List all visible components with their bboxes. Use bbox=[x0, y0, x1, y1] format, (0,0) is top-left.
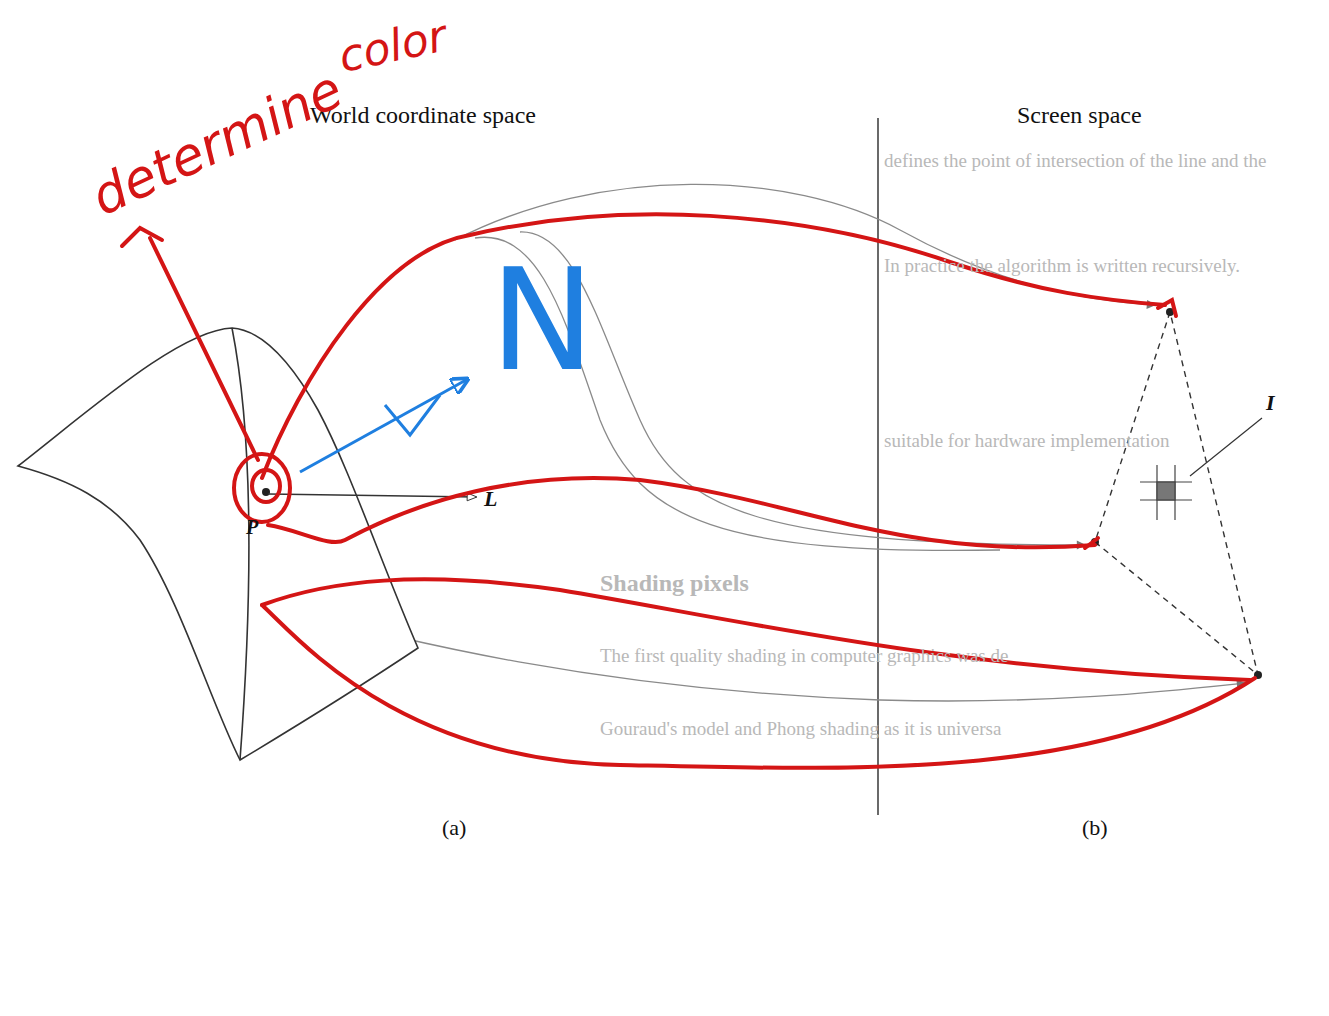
normal-vector bbox=[300, 380, 466, 472]
point-label: P bbox=[246, 516, 258, 539]
panel-divider bbox=[877, 118, 879, 815]
show-through-text: defines the point of intersection of the… bbox=[884, 150, 1267, 172]
leader-line bbox=[1190, 418, 1262, 476]
screen-triangle bbox=[1095, 312, 1258, 675]
show-through-text: Shading pixels bbox=[600, 570, 749, 598]
intensity-label: I bbox=[1266, 390, 1275, 415]
panel-letter: (a) bbox=[442, 815, 466, 840]
show-through-text: The first quality shading in computer gr… bbox=[600, 645, 1008, 667]
surface-point bbox=[262, 488, 270, 496]
show-through-text: In practice the algorithm is written rec… bbox=[884, 255, 1240, 277]
red-annotations bbox=[122, 214, 1255, 767]
handwritten-note: determine bbox=[83, 60, 352, 228]
screen-vertices bbox=[1091, 308, 1262, 679]
handwritten-note: color bbox=[334, 11, 451, 83]
panel-letter: (b) bbox=[1082, 815, 1108, 840]
vector-label: L bbox=[484, 486, 497, 511]
panel-title: Screen space bbox=[1017, 102, 1142, 130]
light-vector bbox=[268, 494, 476, 497]
surface-patch bbox=[18, 328, 418, 760]
normal-label: N bbox=[490, 240, 595, 401]
normal-arrow-scribble bbox=[385, 395, 440, 435]
pixel-grid bbox=[1140, 465, 1192, 520]
show-through-text: suitable for hardware implementation bbox=[884, 430, 1169, 452]
show-through-text: Gouraud's model and Phong shading as it … bbox=[600, 718, 1001, 740]
